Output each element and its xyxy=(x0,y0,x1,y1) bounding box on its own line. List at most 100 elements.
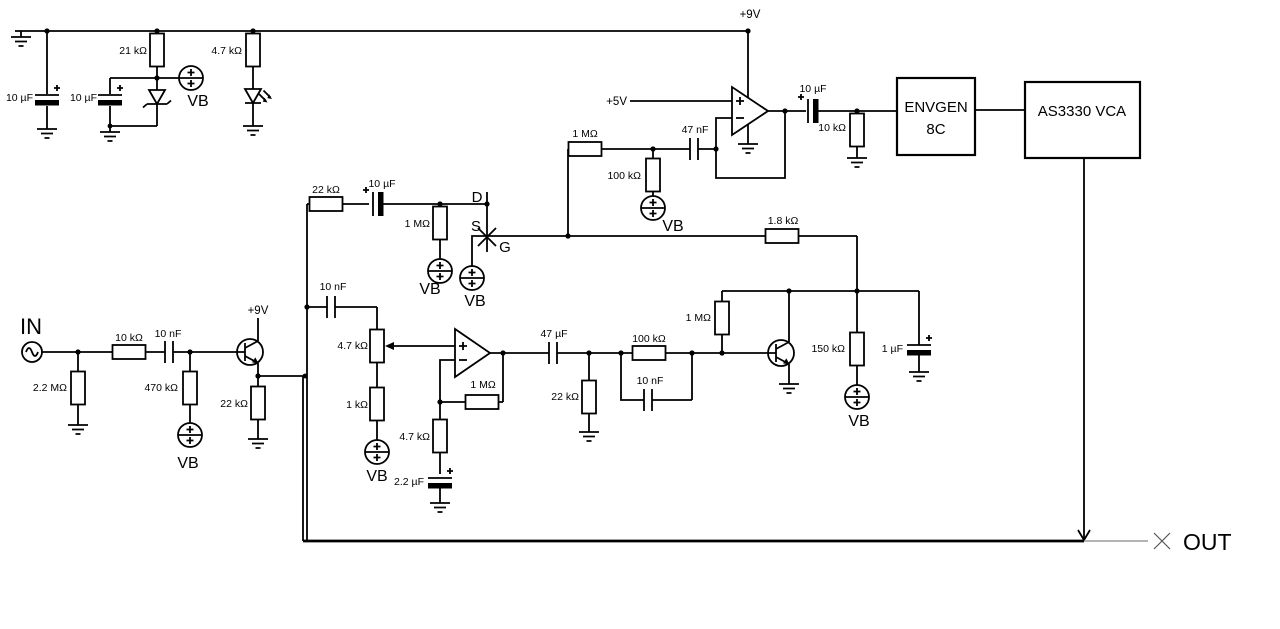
resistor-comparator-vb: 100 kΩ VB xyxy=(607,149,684,235)
vb-source-icon xyxy=(640,195,666,221)
cap-gain-set: 2.2 µF xyxy=(394,467,454,513)
section-envgen-vca: 10 µF 10 kΩ ENVGEN 8C AS3330 VCA xyxy=(768,76,1142,541)
resistor-series-out: 100 kΩ xyxy=(631,333,667,361)
comparator-opamp xyxy=(731,85,770,137)
resistor-gate: 1.8 kΩ xyxy=(764,215,858,291)
resistor-gain-set-label: 4.7 kΩ xyxy=(399,431,430,443)
resistor-drain-bias: 1 MΩ VB xyxy=(405,204,453,298)
resistor-drain-feed-label: 22 kΩ xyxy=(312,184,340,196)
cap-parallel: 10 nF xyxy=(620,353,693,412)
vb-main-label: VB xyxy=(187,93,208,110)
resistor-input-series-label: 10 kΩ xyxy=(115,332,143,344)
cap-drain-label: 10 µF xyxy=(368,178,395,190)
cap-gain-set-label: 2.2 µF xyxy=(394,476,424,488)
rail-9v-label: +9V xyxy=(740,9,761,21)
resistor-stage-shunt-label: 22 kΩ xyxy=(551,391,579,403)
ground-icon xyxy=(36,122,58,139)
potentiometer-gain-label: 4.7 kΩ xyxy=(337,340,368,352)
vb-source-main: VB xyxy=(157,65,209,110)
vb-source-label: VB xyxy=(464,293,485,310)
vb-source-icon xyxy=(177,422,203,448)
resistor-pot-lower: 1 kΩ VB xyxy=(346,386,390,485)
input-label: IN xyxy=(20,314,42,339)
zener-diode xyxy=(110,89,172,127)
transistor-input-buffer: +9V xyxy=(236,305,269,376)
cap-supply-1: 10 µF xyxy=(6,31,61,139)
resistor-input-shunt-label: 2.2 MΩ xyxy=(33,382,67,394)
cap-parallel-label: 10 nF xyxy=(637,375,664,387)
output-label: OUT xyxy=(1183,529,1232,555)
npn-transistor-icon xyxy=(236,338,264,366)
gain-opamp xyxy=(454,327,492,379)
gain-inverting-wire xyxy=(439,359,455,402)
led xyxy=(242,88,272,136)
resistor-stage-shunt: 22 kΩ xyxy=(551,353,600,442)
resistor-envelope-out-label: 10 kΩ xyxy=(818,122,846,134)
section-input-buffer: IN 2.2 MΩ 10 kΩ 10 nF 470 kΩ VB xyxy=(20,204,308,541)
resistor-drain-bias-label: 1 MΩ xyxy=(405,218,431,230)
ref-5v-label: +5V xyxy=(606,96,627,108)
resistor-base-bias: 1 MΩ xyxy=(686,291,730,353)
cap-to-pot: 10 nF xyxy=(307,281,378,330)
q1-9v-label: +9V xyxy=(248,305,269,317)
cap-supply-1-label: 10 µF xyxy=(6,92,33,104)
jfet-source-wire xyxy=(471,235,487,266)
cap-sidechain-out-label: 1 µF xyxy=(882,343,903,355)
resistor-comparator-input: 1 MΩ xyxy=(567,128,690,236)
cap-envelope-out-label: 10 µF xyxy=(799,83,826,95)
out-terminal-cross xyxy=(1153,532,1171,550)
resistor-led-label: 4.7 kΩ xyxy=(211,45,242,57)
vb-drain-label: VB xyxy=(419,281,440,298)
cap-drain: 10 µF xyxy=(362,178,487,217)
input-source xyxy=(21,341,43,363)
vb-comparator-label: VB xyxy=(662,218,683,235)
cap-supply-2-label: 10 µF xyxy=(70,92,97,104)
resistor-input-series: 10 kΩ xyxy=(111,332,147,360)
resistor-base-bias-label: 1 MΩ xyxy=(686,312,712,324)
cap-supply-2: 10 µF xyxy=(70,77,157,142)
resistor-vb-divider: 21 kΩ xyxy=(119,31,165,90)
section-sidechain-driver: 1 MΩ 150 kΩ VB 1 µF xyxy=(686,290,933,430)
resistor-envelope-out: 10 kΩ xyxy=(818,111,868,168)
ground-icon xyxy=(778,377,800,394)
resistor-input-bias: 470 kΩ VB xyxy=(144,352,203,472)
section-jfet-gate: 22 kΩ 10 µF 1 MΩ VB D S G VB xyxy=(307,178,858,310)
resistor-gain-set: 4.7 kΩ xyxy=(399,402,448,474)
cap-stage-out: 47 µF xyxy=(540,328,568,365)
resistor-vb-label: 21 kΩ xyxy=(119,45,147,57)
block-envgen-line1: ENVGEN xyxy=(904,99,967,116)
jfet-junction-icon xyxy=(477,227,497,247)
resistor-pot-lower-label: 1 kΩ xyxy=(346,399,368,411)
comparator-plus-icon xyxy=(736,97,744,105)
jfet-drain-label: D xyxy=(472,189,483,206)
section-gain-stage: 10 nF 4.7 kΩ 1 kΩ VB 1 MΩ 4.7 k xyxy=(307,281,768,513)
resistor-feedback: 1 MΩ xyxy=(440,353,504,410)
jfet-gate-label: G xyxy=(499,239,511,256)
resistor-emitter: 22 kΩ xyxy=(220,376,269,449)
ground-icon xyxy=(908,365,930,382)
block-vca: AS3330 VCA xyxy=(1023,80,1142,160)
resistor-feedback-label: 1 MΩ xyxy=(470,379,496,391)
vb-source-icon xyxy=(364,439,390,465)
section-output: OUT xyxy=(303,529,1232,555)
vb-source-icon xyxy=(459,265,485,291)
jfet-source-label: S xyxy=(471,218,481,235)
vca-output-arrow xyxy=(1077,529,1091,541)
cap-input: 10 nF xyxy=(155,328,182,364)
pot-wiper-arrow xyxy=(385,342,394,350)
cap-stage-out-label: 47 µF xyxy=(540,328,567,340)
section-envelope-comparator: +9V +5V 47 nF 1 MΩ 100 kΩ VB xyxy=(567,9,786,236)
jfet: D S G VB xyxy=(459,189,511,310)
resistor-comparator-input-label: 1 MΩ xyxy=(572,128,598,140)
ground-icon xyxy=(846,151,868,168)
block-envgen-line2: 8C xyxy=(926,121,945,138)
cap-to-pot-label: 10 nF xyxy=(320,281,347,293)
resistor-out-bias: 150 kΩ VB xyxy=(811,291,870,430)
resistor-gate-label: 1.8 kΩ xyxy=(768,215,799,227)
cap-sidechain-out: 1 µF xyxy=(882,291,933,382)
inverting-input-wire xyxy=(715,117,732,149)
cap-input-label: 10 nF xyxy=(155,328,182,340)
vb-pot-label: VB xyxy=(366,468,387,485)
